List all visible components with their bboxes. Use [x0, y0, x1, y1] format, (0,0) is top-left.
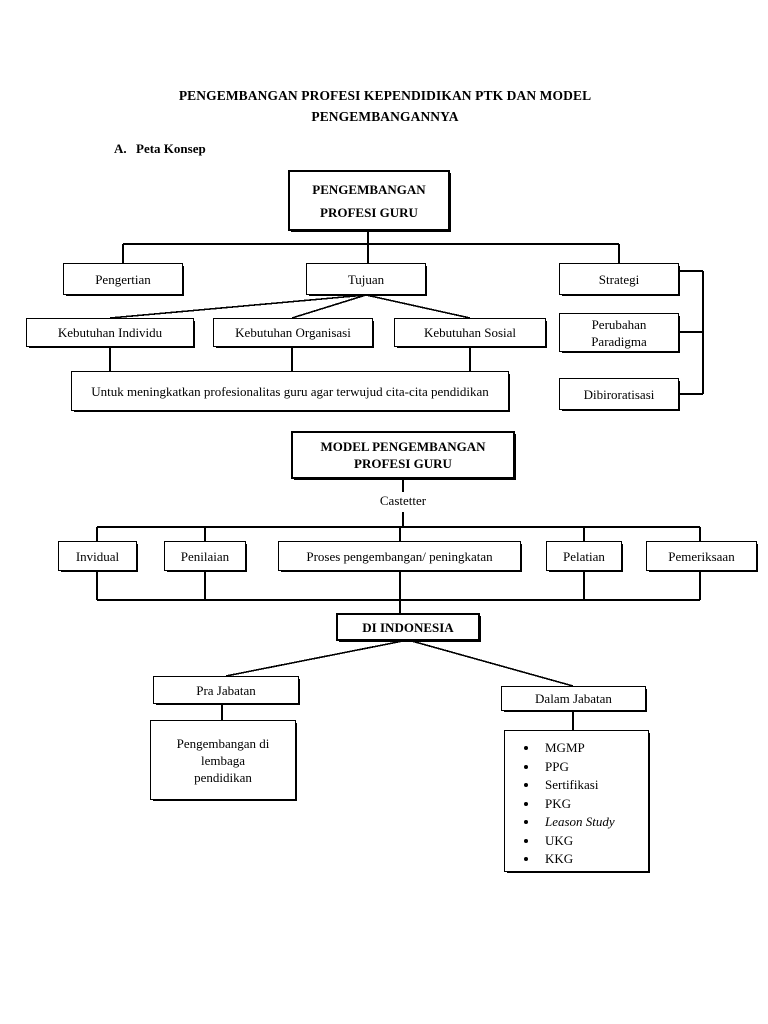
wire-indonesia-to-dalamjabatan: [407, 639, 574, 687]
node-pra-jabatan-detail[interactable]: Pengembangan di lembaga pendidikan: [150, 720, 296, 800]
node-root[interactable]: PENGEMBANGAN PROFESI GURU: [288, 170, 450, 231]
node-tujuan-summary[interactable]: Untuk meningkatkan profesionalitas guru …: [71, 371, 509, 411]
list-item: MGMP: [539, 739, 642, 758]
node-perubahan-paradigma-line-2: Paradigma: [591, 333, 647, 349]
node-model-line-1: MODEL PENGEMBANGAN: [320, 439, 486, 454]
label-castetter: Castetter: [379, 493, 427, 508]
node-kebutuhan-organisasi[interactable]: Kebutuhan Organisasi: [213, 318, 373, 347]
node-perubahan-paradigma[interactable]: Perubahan Paradigma: [559, 313, 679, 352]
node-penilaian[interactable]: Penilaian: [164, 541, 246, 571]
node-dalam-jabatan[interactable]: Dalam Jabatan: [501, 686, 646, 711]
node-root-line-1: PENGEMBANGAN: [312, 181, 426, 197]
node-pemeriksaan-label: Pemeriksaan: [668, 548, 735, 564]
wire-tujuan-to-sosial: [365, 294, 471, 319]
node-kebutuhan-organisasi-label: Kebutuhan Organisasi: [235, 325, 351, 340]
node-dalam-jabatan-label: Dalam Jabatan: [535, 691, 612, 706]
page-title-line-2: PENGEMBANGANNYA: [311, 109, 459, 124]
node-dalam-jabatan-list[interactable]: MGMPPPGSertifikasiPKGLeason StudyUKGKKG: [504, 730, 649, 872]
dalam-jabatan-item-list: MGMPPPGSertifikasiPKGLeason StudyUKGKKG: [509, 739, 642, 869]
section-name: Peta Konsep: [136, 141, 206, 156]
node-invidual-label: Invidual: [75, 548, 120, 564]
wire-tujuan-to-organisasi: [291, 294, 367, 319]
node-strategi[interactable]: Strategi: [559, 263, 679, 295]
node-penilaian-label: Penilaian: [180, 548, 230, 564]
node-dibiroratisasi-label: Dibiroratisasi: [583, 386, 655, 402]
list-item: PKG: [539, 795, 642, 814]
wire-indonesia-to-prajabatan: [225, 639, 409, 677]
node-tujuan-summary-text: Untuk meningkatkan profesionalitas guru …: [91, 383, 489, 399]
page-title: PENGEMBANGAN PROFESI KEPENDIDIKAN PTK DA…: [110, 85, 660, 127]
list-item: KKG: [539, 850, 642, 869]
node-pelatian-label: Pelatian: [563, 548, 605, 564]
node-model[interactable]: MODEL PENGEMBANGAN PROFESI GURU: [291, 431, 515, 479]
node-pra-jabatan-label: Pra Jabatan: [196, 682, 256, 698]
list-item: Sertifikasi: [539, 776, 642, 795]
node-kebutuhan-individu[interactable]: Kebutuhan Individu: [26, 318, 194, 347]
page-title-line-1: PENGEMBANGAN PROFESI KEPENDIDIKAN PTK DA…: [178, 88, 592, 103]
section-heading: A. Peta Konsep: [114, 141, 206, 157]
node-pra-jabatan-detail-line-3: pendidikan: [194, 769, 252, 785]
node-proses-pengembangan[interactable]: Proses pengembangan/ peningkatan: [278, 541, 521, 571]
node-pra-jabatan[interactable]: Pra Jabatan: [153, 676, 299, 704]
node-di-indonesia[interactable]: DI INDONESIA: [336, 613, 480, 641]
node-pengertian-label: Pengertian: [95, 271, 151, 287]
node-model-line-2: PROFESI GURU: [354, 456, 452, 471]
node-kebutuhan-sosial-label: Kebutuhan Sosial: [423, 325, 517, 340]
wire-tujuan-to-individu: [109, 294, 367, 319]
node-pelatian[interactable]: Pelatian: [546, 541, 622, 571]
list-item: PPG: [539, 758, 642, 777]
node-pra-jabatan-detail-line-2: lembaga: [200, 752, 246, 768]
section-letter: A.: [114, 141, 127, 156]
node-tujuan-label: Tujuan: [347, 271, 385, 287]
list-item: UKG: [539, 832, 642, 851]
node-strategi-label: Strategi: [598, 271, 640, 287]
node-root-line-2: PROFESI GURU: [320, 204, 418, 220]
node-proses-pengembangan-label: Proses pengembangan/ peningkatan: [306, 548, 493, 564]
node-invidual[interactable]: Invidual: [58, 541, 137, 571]
node-perubahan-paradigma-line-1: Perubahan: [591, 316, 647, 332]
node-pra-jabatan-detail-line-1: Pengembangan di: [176, 735, 270, 751]
node-dibiroratisasi[interactable]: Dibiroratisasi: [559, 378, 679, 410]
node-pemeriksaan[interactable]: Pemeriksaan: [646, 541, 757, 571]
node-di-indonesia-label: DI INDONESIA: [362, 619, 454, 635]
node-tujuan[interactable]: Tujuan: [306, 263, 426, 295]
node-kebutuhan-individu-label: Kebutuhan Individu: [57, 325, 163, 340]
list-item: Leason Study: [539, 813, 642, 832]
node-kebutuhan-sosial[interactable]: Kebutuhan Sosial: [394, 318, 546, 347]
node-pengertian[interactable]: Pengertian: [63, 263, 183, 295]
